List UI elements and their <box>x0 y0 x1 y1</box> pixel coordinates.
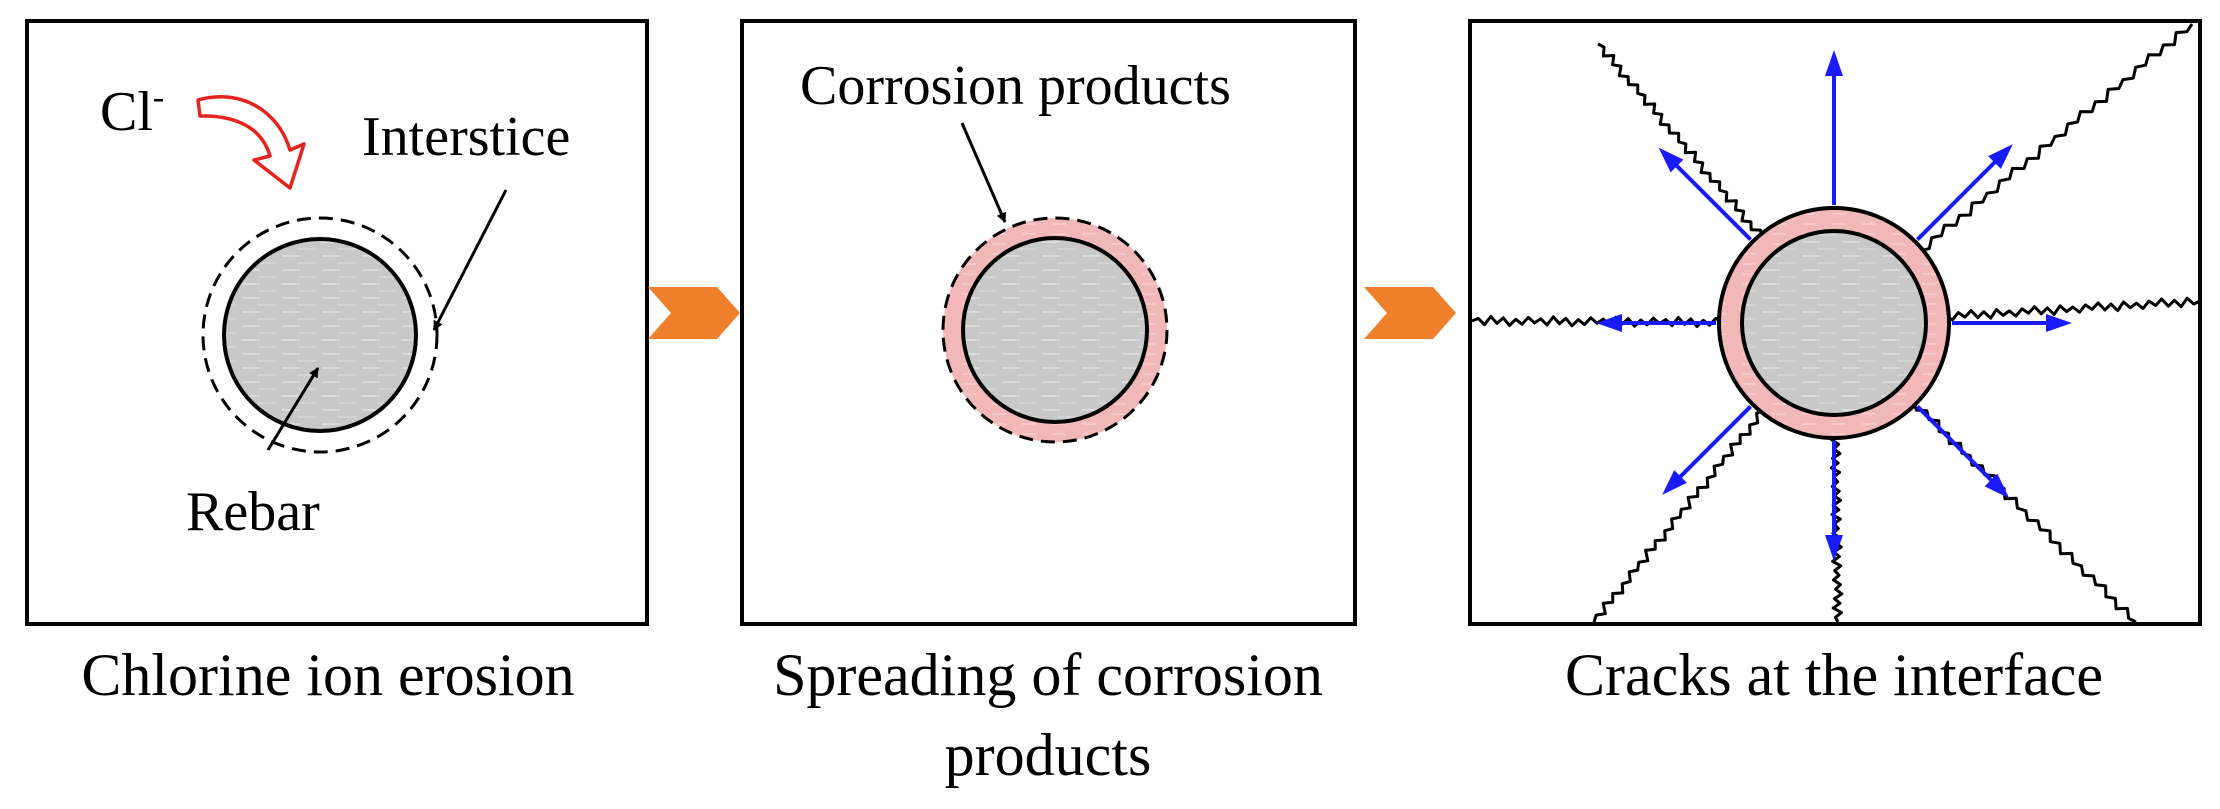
crack-line <box>1945 296 2201 322</box>
expansion-arrow <box>1916 405 2010 499</box>
corrosion-pointer <box>960 122 1007 223</box>
crack-line <box>1592 408 1765 623</box>
chevron-right-icon <box>1364 287 1456 339</box>
curved-arrow-icon <box>196 95 306 190</box>
expansion-arrow <box>1596 314 1716 332</box>
interstice-pointer <box>432 189 508 331</box>
rebar-cross-section <box>1740 229 1928 417</box>
panel-chlorine-erosion: Cl- Interstice Rebar <box>25 19 649 626</box>
rebar-cross-section <box>222 237 418 433</box>
expansion-arrows <box>1596 50 2072 561</box>
crack-line <box>1597 42 1764 238</box>
caption-interface-cracks: Cracks at the interface <box>1565 642 2103 708</box>
caption-corrosion-spreading-line2: products <box>945 722 1152 788</box>
caption-corrosion-spreading-line1: Spreading of corrosion <box>773 642 1323 708</box>
expansion-arrow <box>1825 50 1843 205</box>
expansion-arrow <box>1658 147 1752 241</box>
interstice-label: Interstice <box>362 106 570 168</box>
expansion-arrow <box>1952 314 2072 332</box>
rebar-label: Rebar <box>186 481 320 543</box>
rebar-cross-section <box>961 236 1149 424</box>
caption-chlorine-erosion: Chlorine ion erosion <box>81 642 574 708</box>
panel-corrosion-spreading: Corrosion products <box>740 19 1357 626</box>
crack-line <box>1919 23 2194 253</box>
chevron-right-icon <box>648 287 740 339</box>
rebar-pointer <box>266 367 320 451</box>
expansion-arrow <box>1662 405 1752 495</box>
expansion-arrow <box>1825 441 1843 561</box>
interstice-boundary <box>201 216 439 454</box>
chloride-ion-label: Cl- <box>100 79 164 143</box>
corrosion-products-label: Corrosion products <box>800 55 1231 117</box>
expansion-arrow <box>1916 144 2013 241</box>
panel-interface-cracks <box>1468 19 2202 626</box>
